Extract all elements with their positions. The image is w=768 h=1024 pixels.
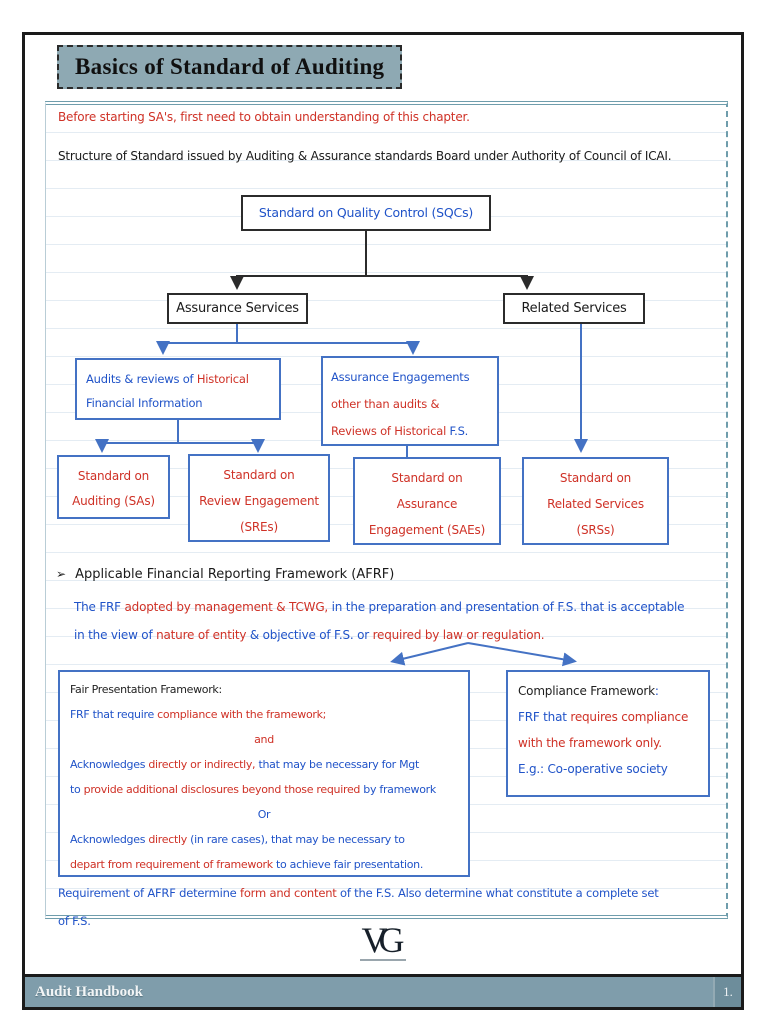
handbook-page: Basics of Standard of Auditing Before st…: [22, 32, 744, 1010]
page-title: Basics of Standard of Auditing: [57, 45, 403, 89]
footer-book-title: Audit Handbook: [35, 983, 143, 1000]
fair-presentation-framework-box: Fair Presentation Framework:FRF that req…: [58, 670, 470, 877]
compliance-framework-box: Compliance Framework:FRF that requires c…: [506, 670, 710, 797]
afrf-heading-text: Applicable Financial Reporting Framework…: [75, 567, 395, 582]
flowchart-connector-lines: [95, 231, 588, 667]
afrf-paragraph: The FRF adopted by management & TCWG, in…: [74, 600, 685, 642]
logo-caption-line: [360, 959, 406, 961]
vg-logo-text: VG: [361, 920, 405, 960]
page-number: 1.: [713, 977, 741, 1007]
afrf-heading: ➢ Applicable Financial Reporting Framewor…: [56, 567, 394, 582]
closing-paragraph: Requirement of AFRF determine form and c…: [58, 886, 659, 928]
sqc-box: Standard on Quality Control (SQCs): [241, 195, 491, 231]
related-services-box: Related Services: [503, 293, 645, 324]
vg-logo: VG: [25, 922, 741, 961]
footer-bar: Audit Handbook 1.: [25, 974, 741, 1007]
ruled-content-area: Before starting SA's, first need to obta…: [45, 101, 728, 928]
arrow-bullet-icon: ➢: [56, 567, 67, 581]
structure-statement: Structure of Standard issued by Auditing…: [58, 149, 672, 163]
assurance-services-box: Assurance Services: [167, 293, 308, 324]
intro-note: Before starting SA's, first need to obta…: [58, 110, 470, 124]
